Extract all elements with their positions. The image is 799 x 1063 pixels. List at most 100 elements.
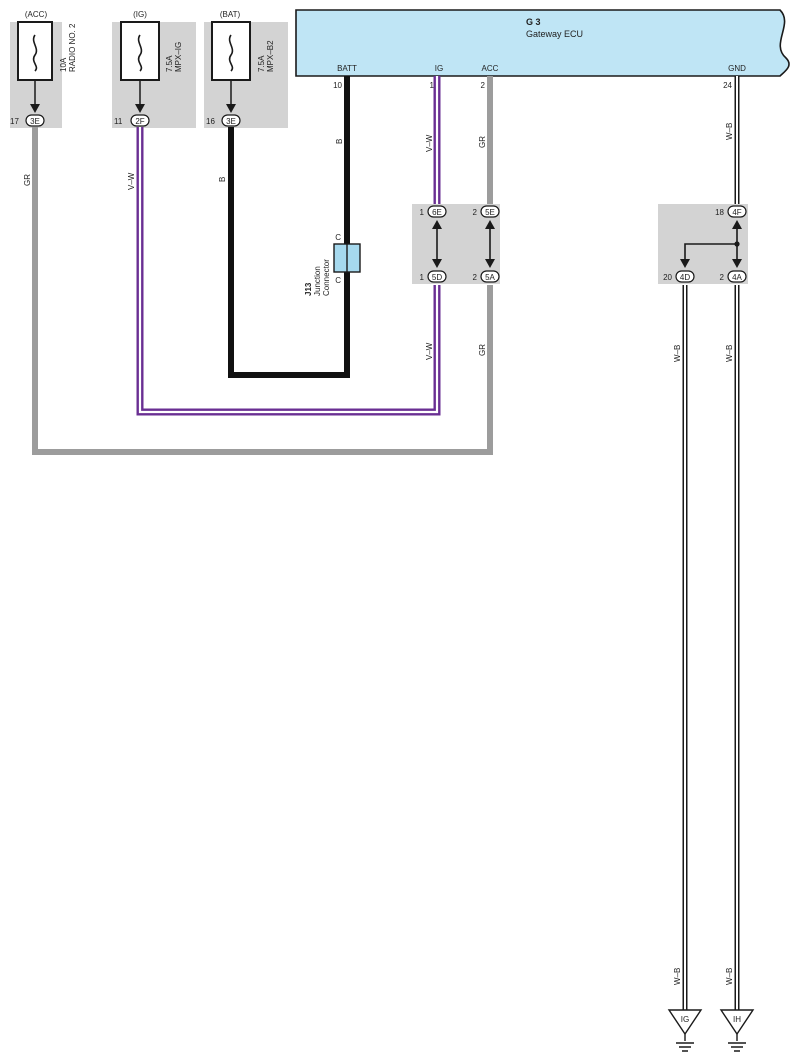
arrow-down-icon: [226, 104, 236, 113]
wire-gr: [32, 76, 493, 455]
fuse-name: RADIO NO. 2: [68, 23, 77, 72]
connector-id: 3E: [30, 117, 40, 126]
connector-oval: [25, 114, 45, 127]
fuse-source-label: (BAT): [220, 10, 241, 19]
ecu-pin-gnd: 24: [723, 81, 732, 90]
arrow-down-icon: [732, 259, 742, 268]
ground-triangle-icon: [719, 1009, 755, 1036]
pin-number: 2: [720, 273, 725, 282]
fuse-pin: 11: [114, 117, 123, 126]
fuse-element-icon: [32, 34, 38, 72]
ecu-terminal-batt: BATT: [337, 64, 357, 73]
fuse-pin: 17: [10, 117, 19, 126]
connector-oval: [727, 270, 747, 283]
gateway-ecu: G 3 Gateway ECU BATT IG ACC GND 10 1 2 2…: [295, 9, 790, 90]
ground-point-ig: IG: [667, 1009, 703, 1052]
junction-top-pin: C: [335, 233, 341, 242]
connector-id: 5E: [485, 208, 495, 217]
connector-id: 5A: [485, 273, 495, 282]
wire-label-vw-upper: V–W: [425, 134, 434, 152]
wire-label-gr-upper: GR: [478, 136, 487, 148]
connector-id: 6E: [432, 208, 442, 217]
ecu-terminal-gnd: GND: [728, 64, 746, 73]
wire-label-b: B: [218, 177, 227, 182]
fuse-source-label: (ACC): [25, 10, 48, 19]
arrow-down-icon: [432, 259, 442, 268]
connector-id: 5D: [432, 273, 442, 282]
arrow-down-icon: [680, 259, 690, 268]
junction-code: J13: [304, 282, 313, 296]
arrow-up-icon: [432, 220, 442, 229]
wire-vw-lower-stripe: [138, 127, 439, 414]
wire-label-b-upper: B: [335, 139, 344, 144]
connector-id: 4A: [732, 273, 742, 282]
ground-label: IG: [681, 1015, 689, 1024]
junction-bottom-pin: C: [335, 276, 341, 285]
wire-label-wb-right: W–B: [725, 345, 734, 362]
connector-oval: [727, 205, 747, 218]
ground-connector: 18 4F 20 4D 2 4A: [663, 205, 747, 283]
fuse-body: [17, 21, 53, 81]
pin-number: 2: [473, 208, 478, 217]
pin-number: 1: [420, 273, 425, 282]
connector-id: 3E: [226, 117, 236, 126]
wire-b: [228, 76, 350, 378]
connector-id: 4F: [732, 208, 741, 217]
wire-vw-lower-outer: [136, 127, 441, 416]
fuse-mpx-b2: (BAT) 7.5A MPX–B2 16 3E: [204, 10, 288, 128]
junction-connector-j13: C C J13 Junction Connector: [304, 233, 361, 296]
arrow-up-icon: [485, 220, 495, 229]
pin-number: 20: [663, 273, 672, 282]
connector-oval: [427, 270, 447, 283]
splice-dot: [734, 241, 740, 247]
ground-symbol-icon: [728, 1042, 746, 1052]
fuse-pin: 16: [206, 117, 215, 126]
fuse-element-icon: [137, 34, 143, 72]
ground-symbol-icon: [676, 1042, 694, 1052]
pin-number: 18: [715, 208, 724, 217]
wire-vw: [136, 76, 441, 416]
fuse-body: [211, 21, 251, 81]
junction-label-line2: Connector: [322, 259, 331, 296]
wire-wb: [682, 76, 740, 1010]
wire-label-gr: GR: [23, 174, 32, 186]
ecu-pin-ig: 1: [430, 81, 435, 90]
junction-label-line1: Junction: [313, 266, 322, 296]
pin-number: 2: [473, 273, 478, 282]
ground-label: IH: [733, 1015, 741, 1024]
connector-id: 2F: [135, 117, 144, 126]
fuse-rating: 7.5A: [257, 55, 266, 72]
ecu-pin-acc: 2: [481, 81, 486, 90]
wire-label-wb-top: W–B: [725, 123, 734, 140]
wire-b-lower: [228, 127, 350, 378]
pin-number: 1: [420, 208, 425, 217]
ground-triangle-icon: [667, 1009, 703, 1036]
fuse-source-label: (IG): [133, 10, 147, 19]
wire-label-wb-left: W–B: [673, 345, 682, 362]
arrow-down-icon: [485, 259, 495, 268]
wire-label-gr-lower: GR: [478, 344, 487, 356]
ecu-name: Gateway ECU: [526, 29, 583, 39]
ecu-code: G 3: [526, 17, 541, 27]
arrow-down-icon: [135, 104, 145, 113]
arrow-down-icon: [30, 104, 40, 113]
fuse-name: MPX–B2: [266, 40, 275, 72]
ecu-pin-batt: 10: [333, 81, 342, 90]
connector-oval: [480, 205, 500, 218]
arrow-up-icon: [732, 220, 742, 229]
wire-label-wb-right-bottom: W–B: [725, 968, 734, 985]
ecu-terminal-acc: ACC: [482, 64, 499, 73]
ecu-terminal-ig: IG: [435, 64, 443, 73]
connector-oval: [427, 205, 447, 218]
fuse-rating: 10A: [59, 57, 68, 72]
fuse-name: MPX–IG: [174, 42, 183, 72]
wire-gr-lower: [32, 127, 493, 455]
wire-label-vw-lower: V–W: [425, 342, 434, 360]
joint-connector: 1 6E 2 5E 1 5D 2 5A: [420, 205, 500, 283]
connector-oval: [130, 114, 150, 127]
connector-oval: [480, 270, 500, 283]
connector-oval: [675, 270, 695, 283]
fuse-radio-no2: (ACC) 10A RADIO NO. 2 17 3E: [10, 10, 77, 128]
fuse-body: [120, 21, 160, 81]
